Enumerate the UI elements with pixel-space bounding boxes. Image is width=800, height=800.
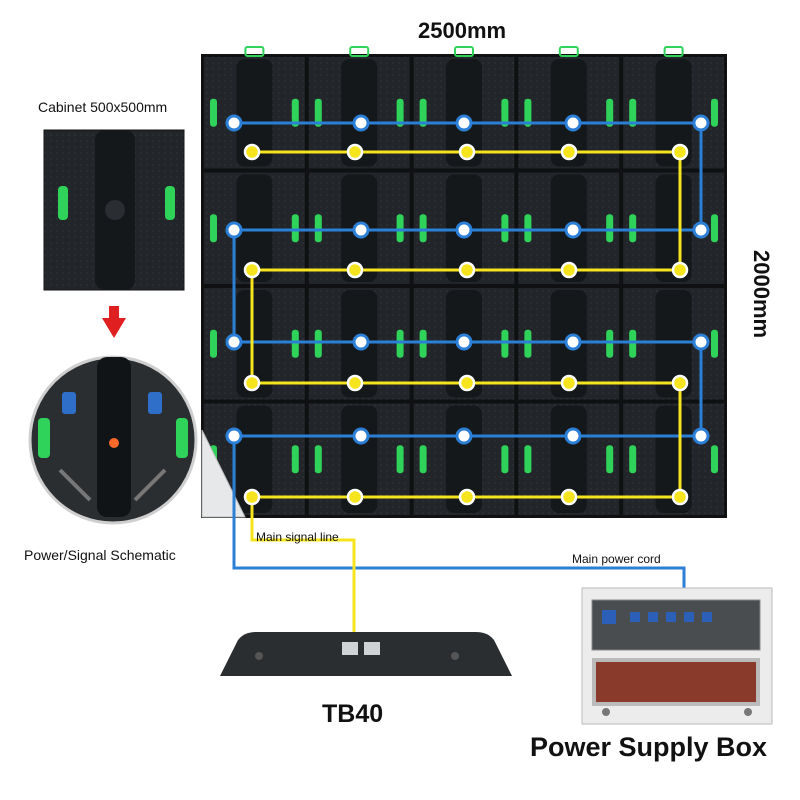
power-connector-dot [564,333,582,351]
power-connector-dot [225,221,243,239]
signal-connector-dot [560,374,578,392]
main-power-cord-label: Main power cord [572,552,661,566]
signal-connector-dot [458,261,476,279]
wall-cabinet [621,401,727,517]
power-supply-box [581,587,773,725]
power-wiring [225,114,710,590]
signal-connector-dot [458,374,476,392]
signal-connector-dot [560,143,578,161]
tb40-controller [220,632,512,676]
signal-connector-dot [560,261,578,279]
signal-connector-dot [346,143,364,161]
main-signal-line-label: Main signal line [256,530,339,544]
power-connector-dot [455,221,473,239]
signal-connector-dot [671,143,689,161]
power-connector-dot [692,221,710,239]
wall-cabinet [202,46,307,171]
signal-connector-dot [458,143,476,161]
signal-connector-dot [346,374,364,392]
power-connector-dot [352,427,370,445]
power-connector-dot [352,221,370,239]
power-connector-dot [692,427,710,445]
power-connector-dot [455,333,473,351]
power-connector-dot [352,114,370,132]
height-dimension-label: 2000mm [749,250,774,339]
power-connector-dot [692,333,710,351]
wall-cabinet [306,46,412,171]
power-connector-dot [225,114,243,132]
width-dimension-label: 2500mm [418,18,507,43]
wall-cabinet [621,170,727,286]
red-down-arrow-icon [102,306,126,338]
power-connector-dot [455,114,473,132]
power-connector-dot [225,333,243,351]
signal-connector-dot [671,261,689,279]
controller-label: TB40 [322,700,384,728]
signal-connector-dot [560,488,578,506]
power-supply-box-label: Power Supply Box [530,732,768,762]
wall-cabinet [411,401,517,517]
signal-connector-dot [243,374,261,392]
signal-connector-dot [243,143,261,161]
cabinet-photo [43,129,185,291]
wall-cabinet [516,46,622,171]
signal-connector-dot [243,488,261,506]
schematic-zoom-circle [28,355,198,525]
wall-cabinet [621,286,727,402]
signal-connector-dot [671,488,689,506]
power-connector-dot [455,427,473,445]
power-connector-dot [352,333,370,351]
power-connector-dot [692,114,710,132]
power-connector-dot [564,114,582,132]
power-connector-dot [564,427,582,445]
cabinet-size-label: Cabinet 500x500mm [38,99,168,115]
signal-connector-dot [671,374,689,392]
signal-connector-dot [458,488,476,506]
signal-connector-dot [346,261,364,279]
power-connector-dot [225,427,243,445]
power-connector-dot [564,221,582,239]
wall-cabinet [202,170,307,286]
signal-connector-dot [346,488,364,506]
schematic-label: Power/Signal Schematic [24,547,176,563]
wall-cabinet [411,46,517,171]
signal-wiring [243,143,689,640]
wall-cabinet [202,286,307,402]
wall-cabinet [621,46,727,171]
signal-connector-dot [243,261,261,279]
